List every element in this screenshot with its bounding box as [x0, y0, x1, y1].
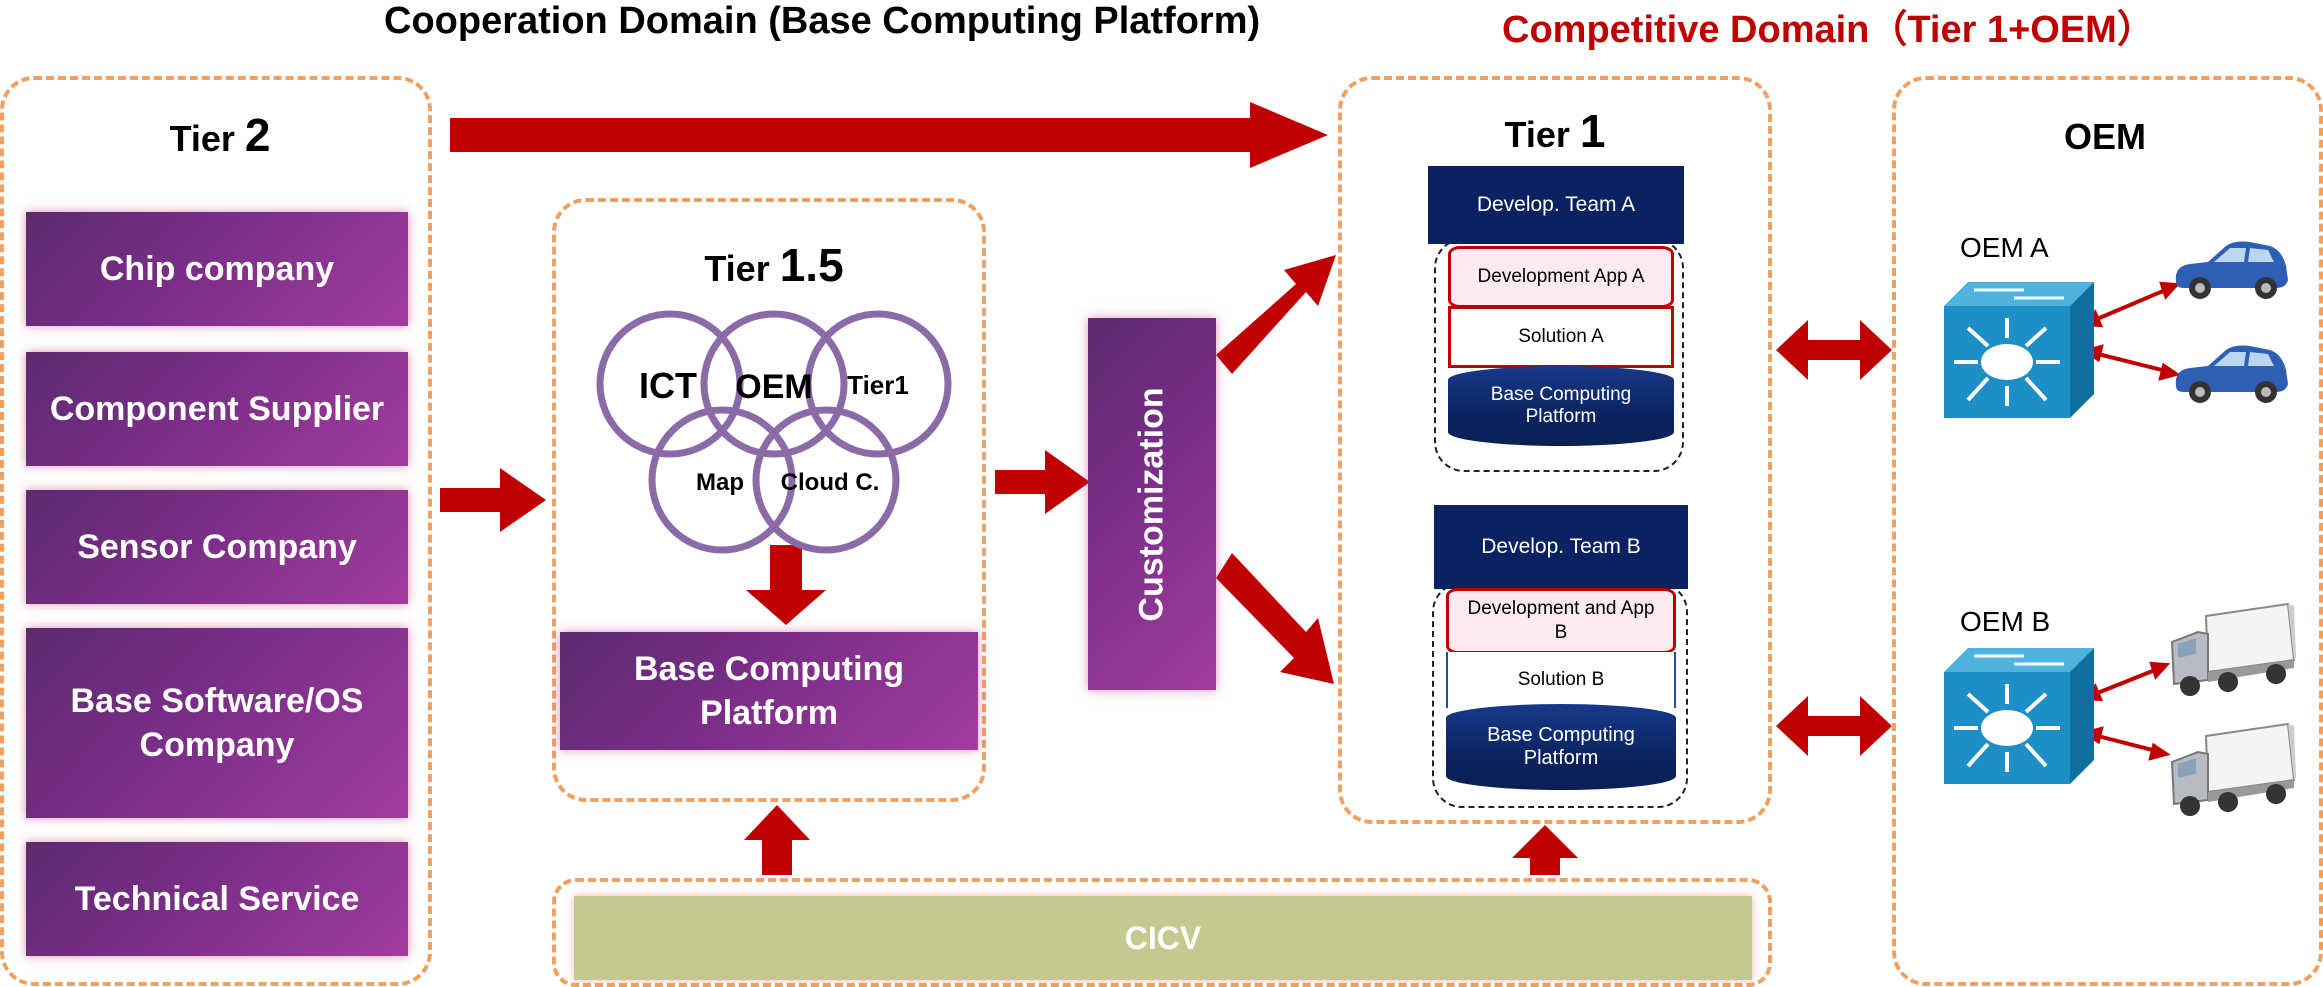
tier2-item-os: Base Software/OS Company — [26, 628, 408, 818]
arrow-cicv-to-tier1 — [1512, 825, 1578, 875]
circle-label-cloud: Cloud C. — [781, 469, 880, 496]
arrow-tier15-to-customization — [995, 450, 1090, 514]
tier1-title: Tier 1 — [1504, 105, 1606, 157]
cooperation-heading: Cooperation Domain (Base Computing Platf… — [384, 0, 1261, 42]
circle-label-oem: OEM — [735, 368, 812, 406]
tier2-panel — [0, 76, 432, 986]
tier1-panel — [1338, 76, 1772, 824]
circle-map — [648, 406, 796, 554]
arrow-tier2-to-tier1 — [450, 102, 1328, 168]
oem-a-label: OEM A — [1960, 232, 2049, 263]
truck-icon — [2170, 602, 2296, 696]
cicv-bar: CICV — [574, 896, 1752, 980]
stack-b-base: Base Computing Platform — [1446, 704, 1676, 790]
arrow-customization-to-stack-a — [1216, 255, 1336, 374]
network-switch-icon — [1944, 282, 2094, 418]
circle-cloud — [752, 406, 900, 554]
tier15-title: Tier 1.5 — [704, 239, 844, 291]
stack-b-app: Development and App B — [1446, 588, 1676, 654]
competitive-heading: Competitive Domain（Tier 1+OEM） — [1502, 9, 2155, 51]
tier2-item-component: Component Supplier — [26, 352, 408, 466]
stack-b-solution: Solution B — [1446, 652, 1676, 708]
arrow-circles-to-platform — [746, 545, 826, 625]
tier15-base-platform: Base Computing Platform — [560, 632, 978, 750]
cicv-panel — [552, 878, 1772, 987]
arrow-tier2-to-tier15 — [440, 468, 546, 532]
oem-b-label: OEM B — [1960, 606, 2051, 637]
tier15-panel — [552, 198, 986, 802]
circle-label-map: Map — [696, 469, 744, 496]
circle-label-tier1: Tier1 — [847, 370, 909, 400]
arrow-tier1-oem-b — [1776, 696, 1892, 756]
customization-bar: Customization — [1088, 318, 1216, 690]
stack-a-team: Develop. Team A — [1428, 166, 1684, 244]
circle-label-ict: ICT — [639, 365, 697, 406]
stack-a-base: Base Computing Platform — [1448, 366, 1674, 446]
arrow-cicv-to-tier15 — [744, 805, 810, 875]
oem-panel — [1892, 76, 2323, 986]
circle-oem — [700, 310, 848, 458]
stack-a-app: Development App A — [1448, 246, 1674, 308]
arrow-tier1-oem-a — [1776, 320, 1892, 380]
stack-a-solution: Solution A — [1448, 306, 1674, 368]
consortium-circles: ICT OEM Tier1 Map Cloud C. — [596, 310, 952, 554]
circle-ict — [596, 310, 744, 458]
arrow-customization-to-stack-b — [1216, 553, 1334, 684]
tier2-item-chip: Chip company — [26, 212, 408, 326]
circle-tier1 — [804, 310, 952, 458]
stack-b-team: Develop. Team B — [1434, 505, 1688, 589]
oem-title: OEM — [2063, 116, 2146, 157]
tier2-title: Tier 2 — [169, 109, 271, 161]
tier2-item-sensor: Sensor Company — [26, 490, 408, 604]
car-icon — [2175, 345, 2288, 403]
tier2-item-technical: Technical Service — [26, 842, 408, 956]
network-switch-icon — [1944, 648, 2094, 784]
customization-label: Customization — [1132, 386, 1171, 622]
car-icon — [2175, 241, 2288, 299]
truck-icon — [2170, 722, 2296, 816]
